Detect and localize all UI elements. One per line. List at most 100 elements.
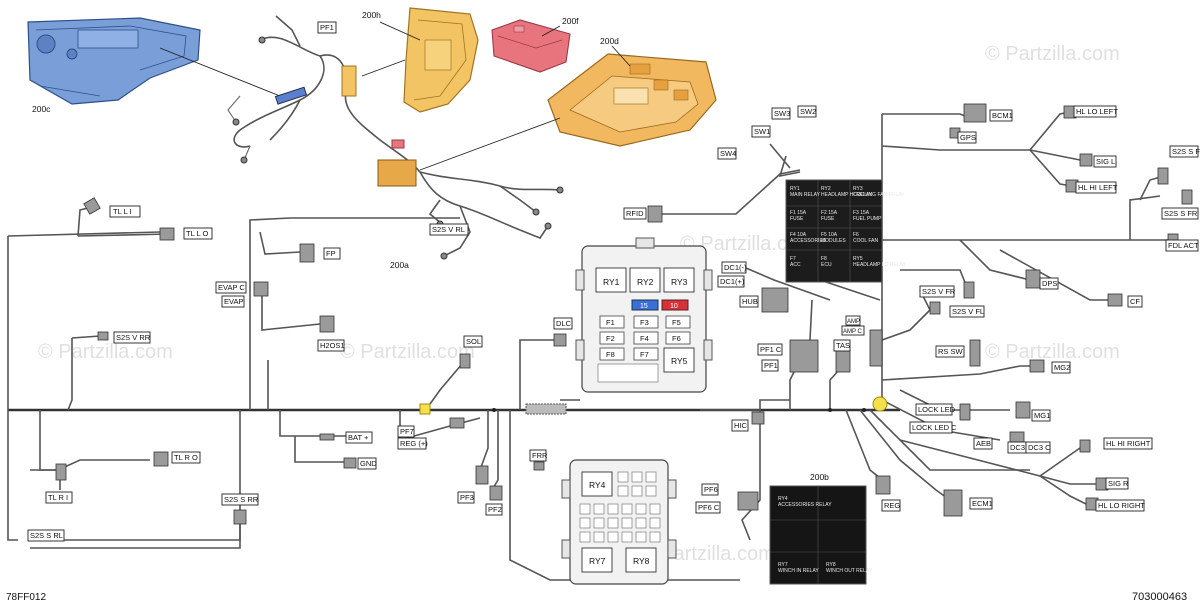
label-mg2: MG2: [1054, 363, 1070, 372]
relay-ry7-label: RY7: [589, 556, 606, 566]
label-bat-plus: BAT +: [348, 433, 369, 442]
svg-text:F1: F1: [606, 318, 615, 327]
fuse-f6: [665, 331, 691, 345]
tray-200d: [547, 53, 717, 147]
label-s2s-s-fr: S2S S FR: [1164, 209, 1198, 218]
fuse-f3: [633, 315, 659, 329]
label-amp: AMP: [847, 319, 860, 325]
maxi-fuse-10: [661, 299, 689, 311]
label-pf6: PF6: [704, 485, 718, 494]
relay-ry7: [581, 547, 613, 573]
fuse-f7: [633, 347, 659, 361]
callout-200h: 200h: [362, 10, 381, 20]
label-lock-led: LOCK LED: [918, 405, 956, 414]
label-ecm1: ECM1: [972, 499, 993, 508]
pointer-200h-2: [361, 59, 406, 77]
label-hl-hi-left: HL HI LEFT: [1078, 183, 1118, 192]
pointer-200d: [611, 45, 631, 67]
label-gnd: GND: [360, 459, 377, 468]
label-sw3: SW3: [774, 109, 790, 118]
label-hl-lo-right: HL LO RIGHT: [1098, 501, 1145, 510]
relay-ry2: [629, 267, 661, 293]
label-s2s-s-rl: S2S S RL: [30, 531, 63, 540]
pointer-200h: [379, 21, 421, 41]
label-tl-r-i: TL R I: [48, 493, 68, 502]
relay-ry4-label: RY4: [589, 480, 606, 490]
figure-code-left: 78FF012: [6, 592, 46, 603]
label-s2s-v-rl: S2S V RL: [432, 225, 465, 234]
label-box-pf1-top: [317, 21, 337, 34]
label-sw2: SW2: [800, 107, 816, 116]
relay-ry1-label: RY1: [603, 277, 620, 287]
pointer-200c: [159, 47, 291, 101]
label-lock-led-c: LOCK LED C: [912, 423, 957, 432]
label-sw1: SW1: [754, 127, 770, 136]
label-pf2: PF2: [488, 505, 502, 514]
fuse-f5: [665, 315, 691, 329]
figure-code-right: 703000463: [1132, 591, 1187, 603]
label-dc1-plus: DC1(+): [720, 277, 745, 286]
label-evap: EVAP: [224, 297, 243, 306]
label-tl-r-o: TL R O: [174, 453, 198, 462]
fuse-f4: [633, 331, 659, 345]
label-dlc: DLC: [556, 319, 572, 328]
svg-text:© Partzilla.com: © Partzilla.com: [38, 341, 173, 363]
label-hub: HUB: [742, 297, 758, 306]
label-tl-l-i: TL L I: [113, 207, 132, 216]
label-sig-l: SIG L: [1096, 157, 1115, 166]
label-reg: REG: [884, 501, 900, 510]
maxi-fuse-15: [631, 299, 659, 311]
relay-ry5: [663, 347, 695, 373]
svg-text:F7: F7: [640, 350, 649, 359]
svg-text:F3: F3: [640, 318, 649, 327]
fuse-box-b: RY4 RY7 RY8: [561, 459, 677, 585]
harness-3d: [227, 15, 564, 260]
label-s2s-v-fr: S2S V FR: [922, 287, 956, 296]
fuse-f1: [599, 315, 625, 329]
label-dc1-minus: DC1(-): [724, 263, 747, 272]
relay-ry3: [663, 267, 695, 293]
label-sig-r: SIG R: [1108, 479, 1129, 488]
label-fp: FP: [326, 249, 336, 258]
callout-200b: 200b: [810, 472, 829, 482]
label-sol: SOL: [466, 337, 481, 346]
label-tas: TAS: [836, 341, 850, 350]
relay-ry3-label: RY3: [671, 277, 688, 287]
label-s2s-v-rr: S2S V RR: [116, 333, 151, 342]
svg-text:© Partzilla.com: © Partzilla.com: [985, 43, 1120, 65]
label-s2s-s-fl: S2S S FL: [1172, 147, 1200, 156]
cover-200f: [491, 19, 571, 73]
relay-ry1: [595, 267, 627, 293]
label-s2s-s-rr: S2S S RR: [224, 495, 259, 504]
callout-200a: 200a: [390, 260, 409, 270]
relay-ry8-label: RY8: [633, 556, 650, 566]
label-rs-sw: RS SW: [938, 347, 964, 356]
label-frr: FRR: [532, 451, 548, 460]
label-bcm1: BCM1: [992, 111, 1013, 120]
label-evap-c: EVAP C: [218, 283, 245, 292]
label-pf7: PF7: [400, 427, 414, 436]
label-dc3-c: DC3 C: [1028, 443, 1051, 452]
component-labels: TL L I TL L O S2S V RL FP EVAP C EVAP H2…: [27, 105, 1200, 542]
label-pf1: PF1: [764, 361, 778, 370]
relay-ry2-label: RY2: [637, 277, 654, 287]
callout-200c: 200c: [32, 104, 51, 114]
label-sw4: SW4: [720, 149, 736, 158]
bracket-200c: [27, 17, 201, 105]
bracket-200h: [403, 7, 479, 113]
label-tl-l-o: TL L O: [186, 229, 209, 238]
svg-text:F8: F8: [606, 350, 615, 359]
